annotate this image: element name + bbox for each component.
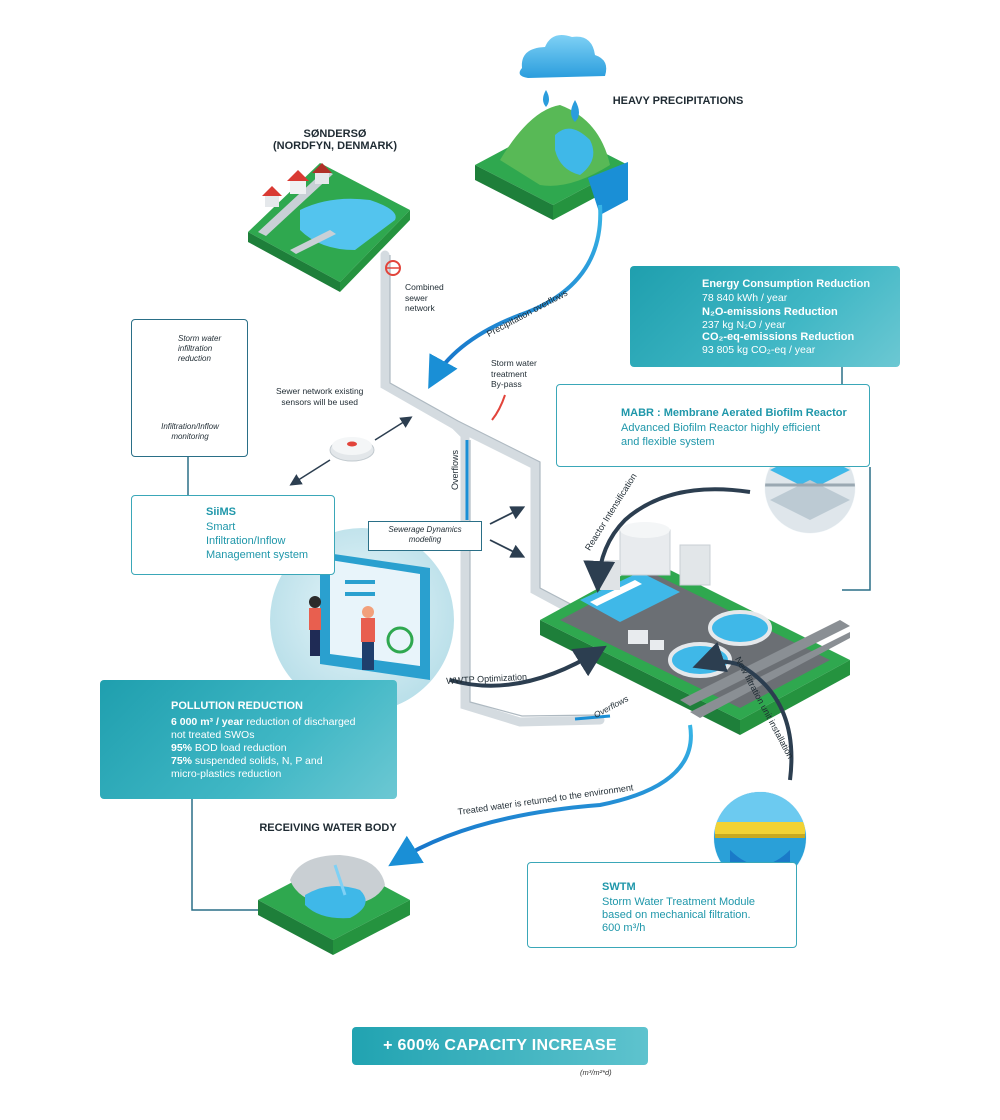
pollution-line4: 75% suspended solids, N, P and — [171, 755, 323, 769]
treated-water-arrow — [388, 724, 693, 867]
mabr-line1: Advanced Biofilm Reactor highly efficien… — [621, 422, 821, 434]
energy-v1: 78 840 kWh / year — [702, 292, 788, 304]
pollution-l4-rest: suspended solids, N, P and — [192, 755, 323, 767]
pollution-box: POLLUTION REDUCTION 6 000 m³ / year redu… — [100, 680, 397, 799]
reactor-intensification-arrow — [583, 487, 751, 593]
modeling-arrow-down — [489, 539, 526, 558]
sensors-label: Sewer network existing sensors will be u… — [276, 386, 364, 407]
swtm-line3: 600 m³/h — [602, 922, 646, 934]
sensor-arrow-left — [289, 459, 331, 486]
infiltration-monitoring-label: Infiltration/Inflow monitoring — [161, 422, 219, 441]
mabr-title: MABR : Membrane Aerated Biofilm Reactor — [621, 407, 847, 419]
siims-line1: Smart — [206, 521, 236, 533]
energy-h3: CO₂-eq-emissions Reduction — [702, 331, 855, 343]
overflow-pipe-flow-bottom — [574, 714, 611, 721]
connector-lines — [187, 367, 871, 911]
sensor-arrow-right — [374, 416, 413, 441]
siims-box: SiiMS Smart Infiltration/Inflow Manageme… — [131, 495, 335, 575]
pollution-title: POLLUTION REDUCTION — [171, 700, 303, 712]
pollution-l3-rest: BOD load reduction — [192, 742, 287, 754]
sewer-pipes-edge — [389, 255, 604, 717]
receiving-water-title: RECEIVING WATER BODY — [259, 822, 397, 834]
sensor-device — [329, 437, 375, 462]
mabr-box: MABR : Membrane Aerated Biofilm Reactor … — [556, 384, 870, 467]
pollution-line2: not treated SWOs — [171, 729, 255, 741]
energy-v2: 237 kg N₂O / year — [702, 319, 786, 331]
swtm-line1: Storm Water Treatment Module — [602, 896, 756, 908]
pollution-line5: micro-plastics reduction — [171, 768, 282, 780]
swtm-box: SWTM Storm Water Treatment Module based … — [527, 862, 797, 948]
pollution-l3-bold: 95% — [171, 742, 193, 754]
combined-sewer-label: Combined sewer network — [405, 282, 444, 314]
sewer-pipes — [380, 250, 605, 727]
energy-v3: 93 805 kg CO₂-eq / year — [702, 344, 816, 356]
village-tile — [248, 163, 410, 292]
mabr-line2: and flexible system — [621, 436, 715, 448]
sewerage-dynamics-box: Sewerage Dynamics modeling — [368, 521, 482, 551]
capacity-unit: (m³/m²*d) — [580, 1068, 612, 1077]
pollution-l1-rest: reduction of discharged — [243, 716, 356, 728]
storm-bypass-label: Storm water treatment By-pass — [491, 358, 537, 390]
overflows-vertical-label: Overflows — [450, 449, 460, 490]
siims-line3: Management system — [206, 549, 309, 561]
pollution-l1-bold: 6 000 m³ / year — [171, 716, 244, 728]
pollution-l4-bold: 75% — [171, 755, 193, 767]
receiving-water-tile — [258, 855, 410, 955]
infiltration-box: Storm water infiltration reduction Infil… — [131, 319, 248, 457]
new-filtration-arrow — [692, 641, 794, 781]
modeling-arrow-up — [489, 506, 526, 525]
energy-box: Energy Consumption Reduction 78 840 kWh … — [630, 266, 900, 367]
swtm-title: SWTM — [602, 881, 636, 893]
precipitation-title: HEAVY PRECIPITATIONS — [612, 95, 744, 107]
capacity-banner: + 600% CAPACITY INCREASE — [352, 1027, 648, 1065]
siims-line2: Infiltration/Inflow — [206, 535, 286, 547]
wwtp-optimization-arrow — [449, 645, 607, 688]
wwtp-plant — [540, 522, 850, 735]
bypass-valve-icon — [491, 394, 506, 421]
valve-icon — [385, 260, 401, 276]
precipitation-overflow-arrow — [428, 204, 603, 390]
infiltration-reduction-label: Storm water infiltration reduction — [178, 334, 222, 363]
precipitation-tile — [475, 34, 628, 220]
energy-h2: N₂O-emissions Reduction — [702, 306, 838, 318]
site-title: SØNDERSØ (NORDFYN, DENMARK) — [272, 128, 398, 152]
pollution-line3: 95% BOD load reduction — [171, 742, 287, 756]
energy-h1: Energy Consumption Reduction — [702, 278, 871, 290]
siims-title: SiiMS — [206, 506, 236, 518]
swtm-line2: based on mechanical filtration. — [602, 909, 751, 921]
pollution-line1: 6 000 m³ / year reduction of discharged — [171, 716, 355, 730]
